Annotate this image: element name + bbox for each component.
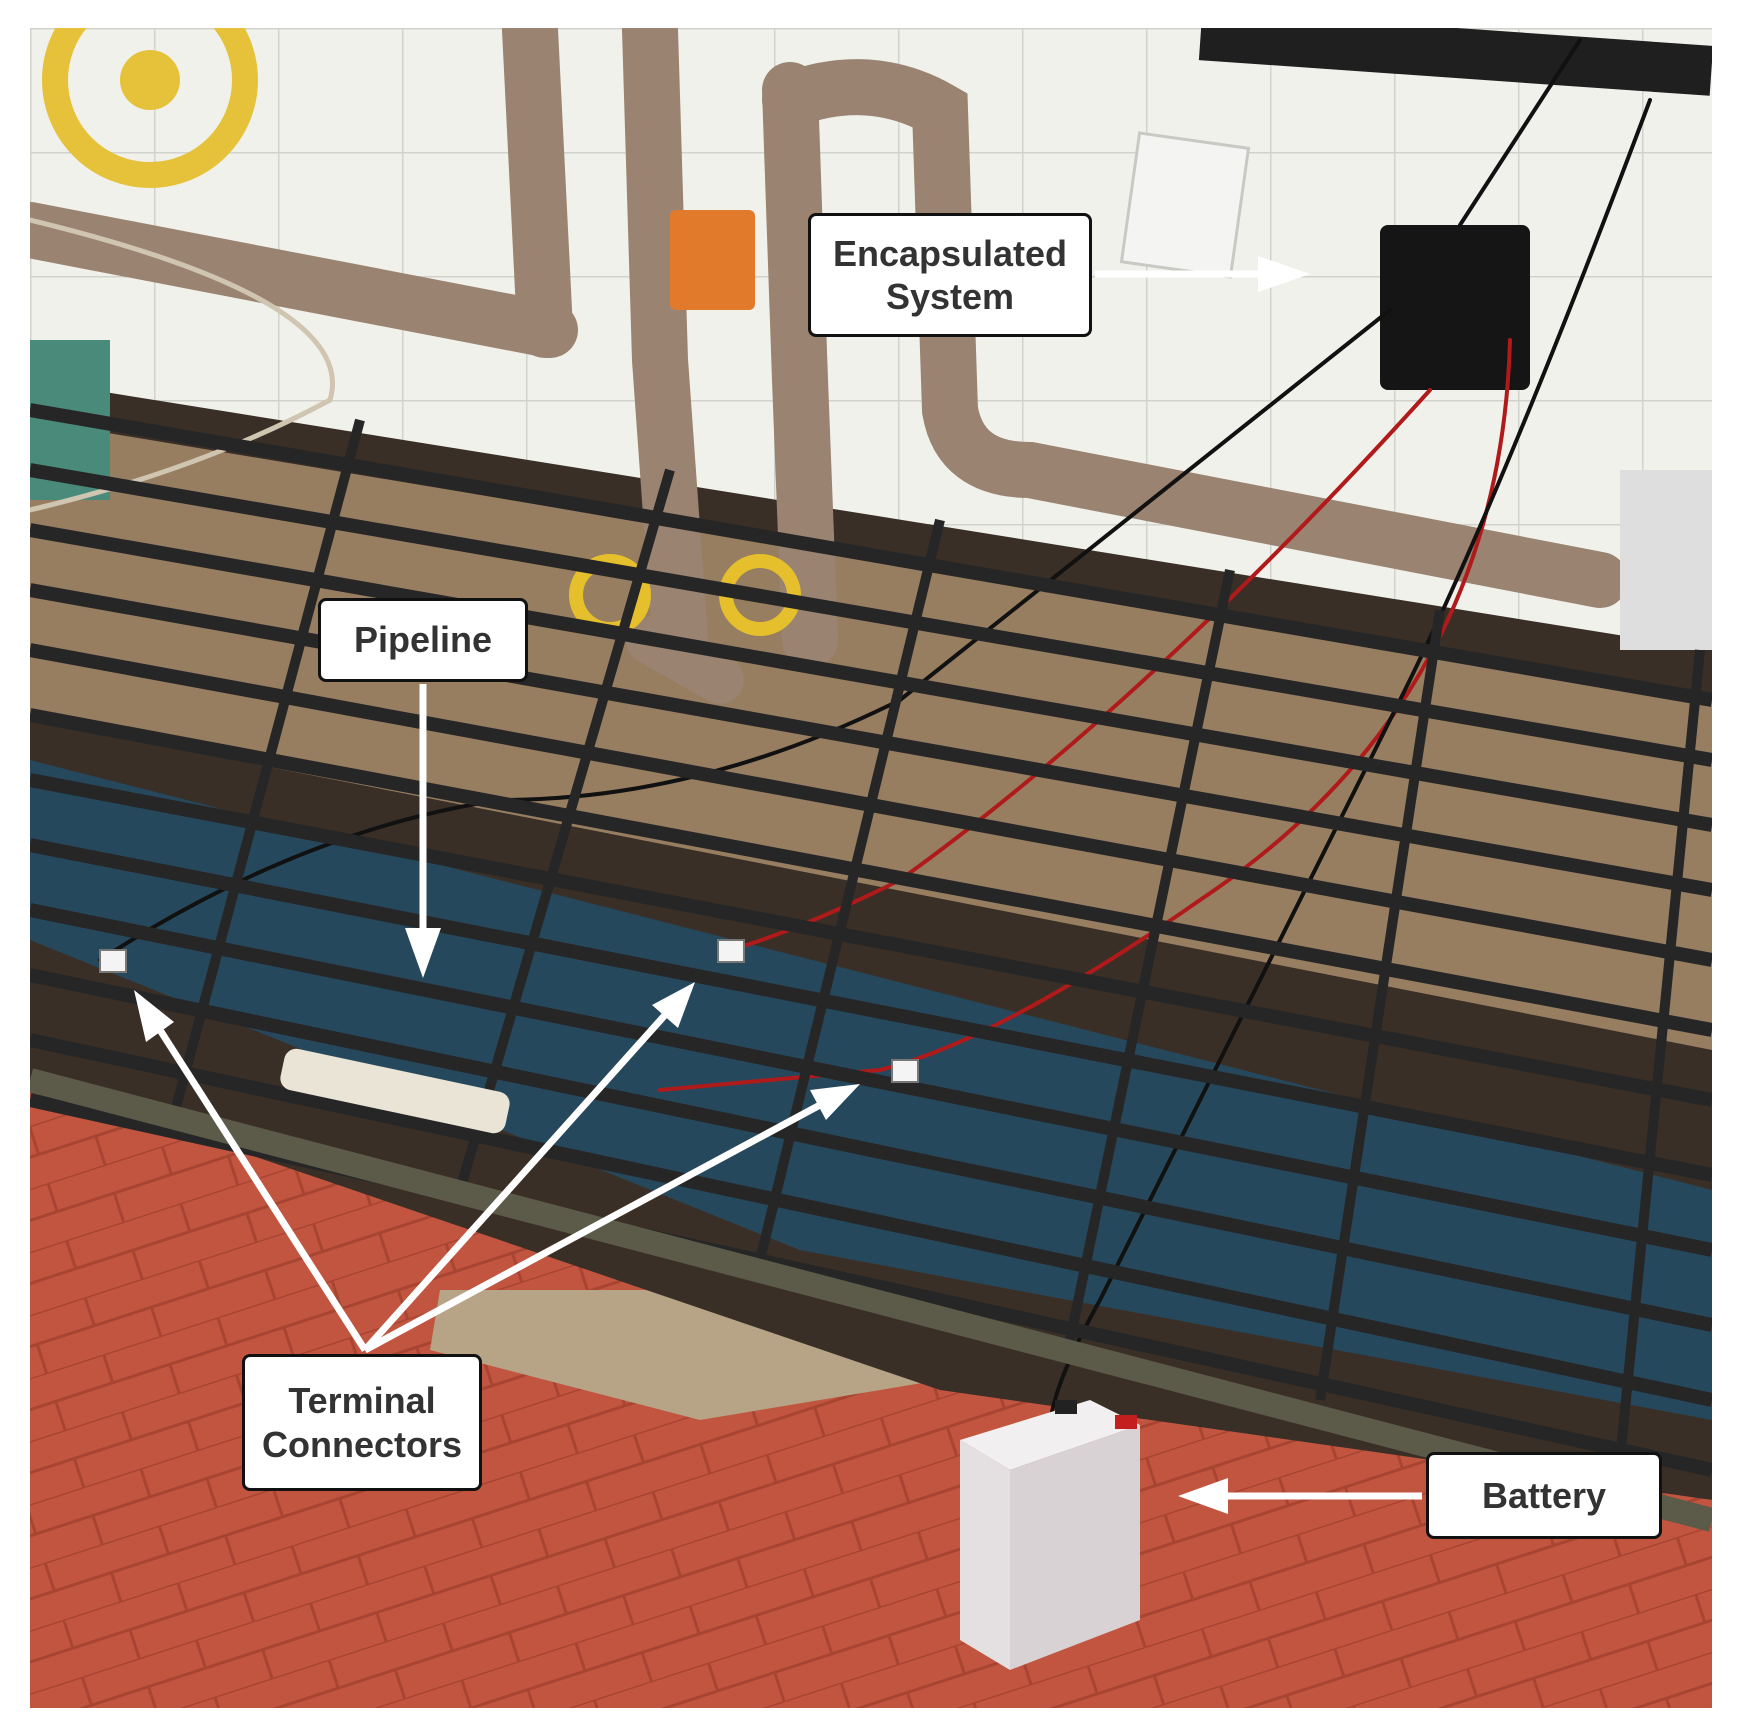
white-pvc <box>280 1048 510 1134</box>
terminal-connectors-label: Terminal Connectors <box>242 1354 482 1491</box>
white-junction-box <box>1119 131 1251 279</box>
gray-meter-box <box>1620 470 1712 650</box>
terminal-connector-left <box>99 949 127 973</box>
dark-wall-pipe <box>1198 28 1712 96</box>
red-tile-floor <box>30 1080 1712 1708</box>
encapsulated-box <box>1380 225 1530 390</box>
annotation-arrows <box>134 256 1422 1514</box>
floor-grate <box>30 403 1712 1477</box>
orange-actuator <box>670 210 755 310</box>
grate-frame <box>30 1068 1712 1532</box>
encapsulated-system-label: Encapsulated System <box>808 213 1092 337</box>
pipes <box>30 28 1628 704</box>
large-yellow-valve <box>42 28 258 188</box>
battery <box>960 1400 1140 1670</box>
battery-label: Battery <box>1426 1452 1662 1539</box>
pipeline-label: Pipeline <box>318 598 528 682</box>
terminal-connector-right <box>891 1059 919 1083</box>
terminal-connector-middle <box>717 939 745 963</box>
